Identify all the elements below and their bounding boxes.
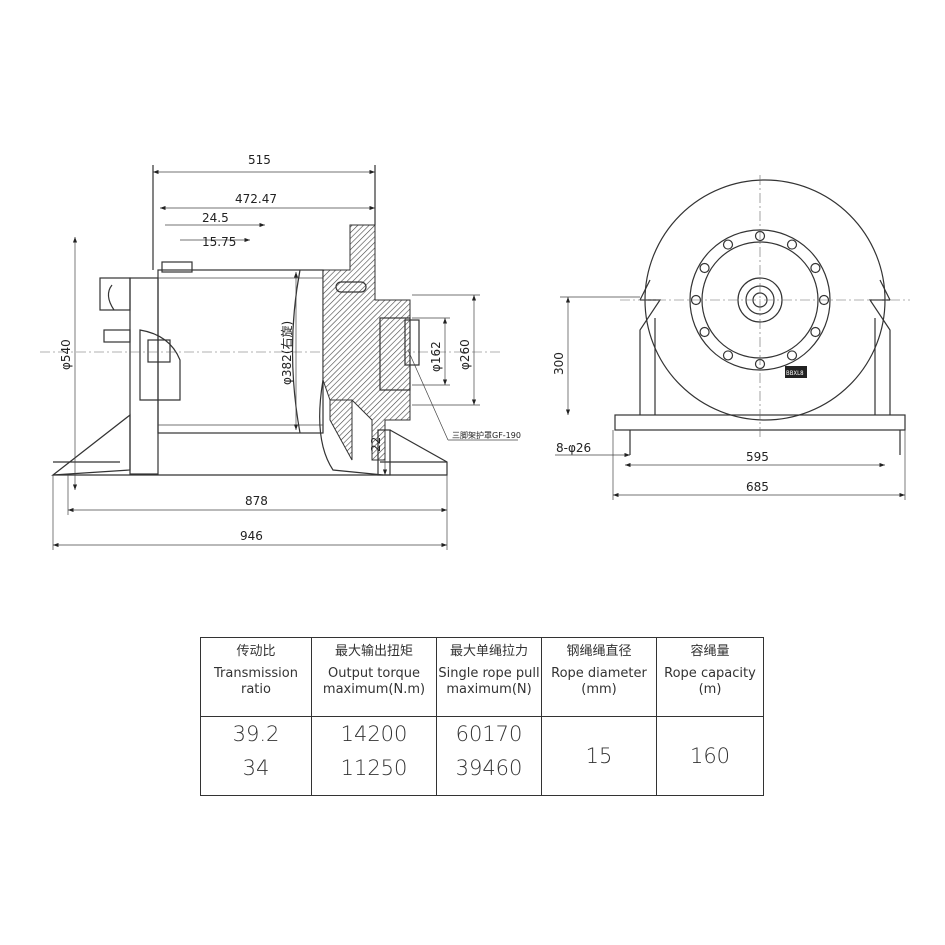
bolt-icon bbox=[699, 262, 710, 274]
bolt-icon bbox=[810, 262, 821, 274]
end-view: BBXL8 300 8-φ26 595 685 bbox=[552, 175, 910, 500]
dim-162: φ162 bbox=[429, 341, 443, 372]
nameplate bbox=[785, 366, 807, 378]
dim-515: 515 bbox=[248, 153, 271, 167]
dim-946: 946 bbox=[240, 529, 263, 543]
capacity-cell: 160 bbox=[656, 716, 764, 796]
bolt-icon bbox=[810, 326, 821, 338]
bolt-icon bbox=[699, 326, 710, 338]
dim-595: 595 bbox=[746, 450, 769, 464]
dim-300: 300 bbox=[552, 352, 566, 375]
dim-685: 685 bbox=[746, 480, 769, 494]
dim-260: φ260 bbox=[458, 339, 472, 370]
dim-15-75: 15.75 bbox=[202, 235, 236, 249]
dim-holes: 8-φ26 bbox=[556, 441, 591, 455]
bolt-icon bbox=[786, 239, 798, 250]
bolt-icon bbox=[786, 350, 798, 361]
dim-382: φ382(右旋) bbox=[279, 321, 294, 385]
diameter-cell: 15 bbox=[541, 716, 657, 796]
bolt-icon bbox=[722, 350, 734, 361]
dim-472: 472.47 bbox=[235, 192, 277, 206]
dim-540: φ540 bbox=[59, 339, 73, 370]
bolt-icon bbox=[722, 239, 734, 250]
callout-gf190: 三脚架护罩GF-190 bbox=[452, 430, 521, 440]
dim-24-5: 24.5 bbox=[202, 211, 229, 225]
side-view: 515 472.47 24.5 15.75 φ540 φ382(右旋) φ162… bbox=[40, 153, 521, 550]
dim-878: 878 bbox=[245, 494, 268, 508]
nameplate-text: BBXL8 bbox=[786, 370, 804, 377]
dim-22: 22 bbox=[369, 437, 383, 452]
